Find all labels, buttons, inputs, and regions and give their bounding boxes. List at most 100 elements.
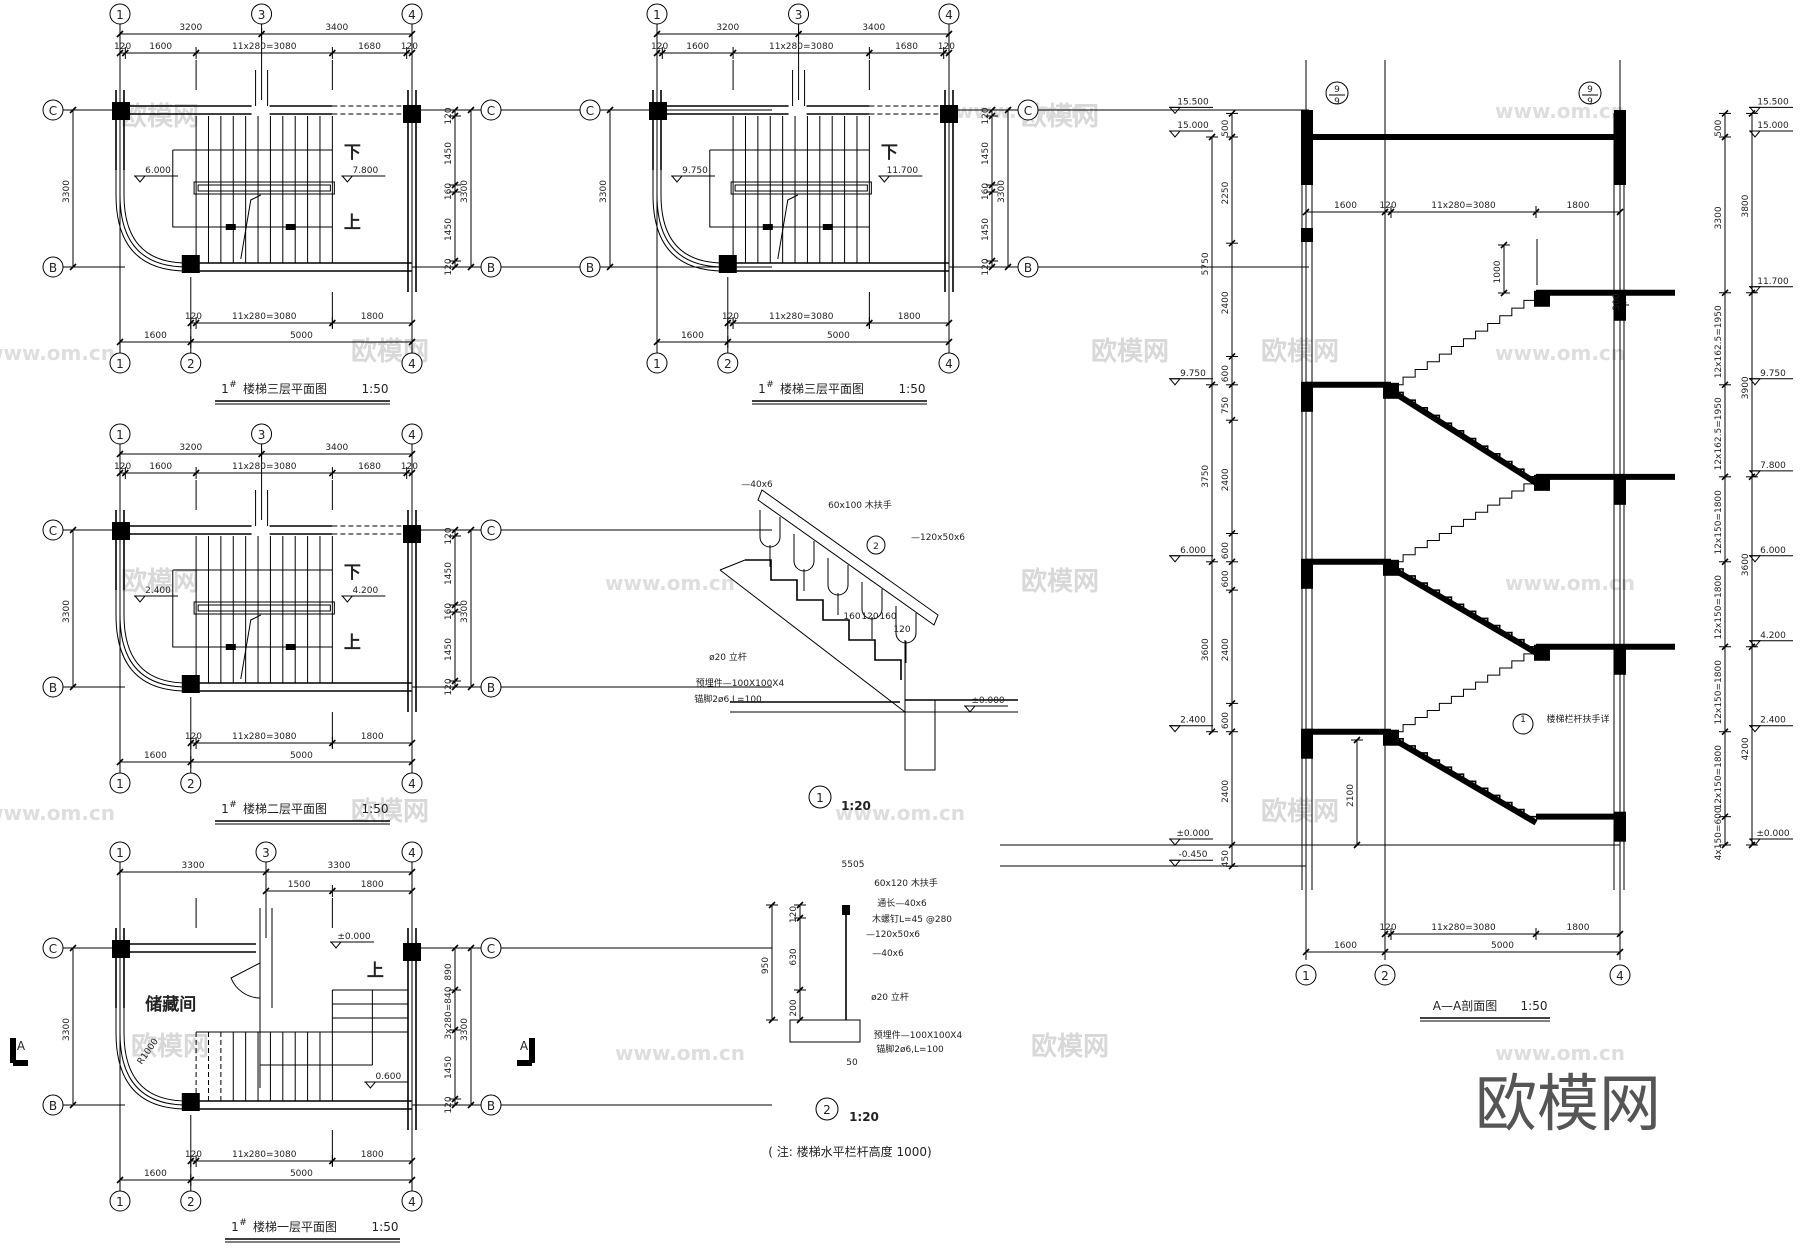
- dim-text: 2400: [1221, 638, 1231, 661]
- leader-label: —120x50x6: [866, 930, 920, 940]
- grid-label: 1: [116, 428, 124, 442]
- grid-label: 4: [408, 777, 416, 791]
- callout-number: 9: [1334, 85, 1340, 95]
- title-prefix: 1: [221, 382, 229, 396]
- curved-wall: [652, 170, 724, 272]
- grid-bubble: [180, 1190, 202, 1212]
- dim-text: 1800: [1567, 923, 1590, 933]
- detail-callout: [1325, 81, 1349, 105]
- leader-label: ø20 立杆: [709, 651, 747, 663]
- section-mark-label: A: [17, 1039, 26, 1053]
- dim-text: 1450: [444, 142, 454, 165]
- grid-label: B: [49, 261, 57, 275]
- callout-number: 1: [1520, 715, 1526, 725]
- curved-wall: [119, 170, 187, 268]
- dim-text: 120: [722, 312, 739, 322]
- leader-label: 60x100 木扶手: [828, 499, 892, 511]
- callout-number: 2: [873, 542, 879, 552]
- dim-text: 4x150=600: [1714, 807, 1724, 860]
- plan-title: 楼梯三层平面图: [780, 381, 864, 396]
- grid-label: C: [1024, 104, 1032, 118]
- grid-label: 3: [258, 8, 266, 22]
- dim-text: 11x280=3080: [232, 312, 297, 322]
- elevation-text: 2.400: [1760, 716, 1786, 726]
- break-line: [777, 194, 799, 260]
- column: [649, 102, 667, 120]
- grid-bubble: [480, 1094, 502, 1116]
- stair-flight: [195, 116, 333, 263]
- dim-text: 120: [444, 527, 454, 544]
- column: [718, 255, 737, 273]
- dim-text: 120: [114, 42, 131, 52]
- dim-text: 120: [401, 462, 418, 472]
- grid-bubble: [480, 99, 502, 121]
- grid-label: 4: [408, 357, 416, 371]
- dim-text: 2250: [1221, 181, 1231, 204]
- title-prefix: 1: [758, 382, 766, 396]
- dim-text: 2100: [1346, 784, 1356, 807]
- break-line: [240, 614, 262, 680]
- window-lintel: [1301, 228, 1313, 242]
- grid-bubble: [109, 841, 131, 863]
- dim-text: 1800: [361, 880, 384, 890]
- detail-number-bubble: [808, 785, 832, 809]
- elevation-text: 11.700: [1757, 277, 1789, 287]
- dim-text: 3300: [62, 180, 72, 203]
- watermark-logo: 欧模网: [351, 796, 429, 827]
- grid-label: 1: [653, 357, 661, 371]
- elevation-marker: [1168, 838, 1182, 846]
- dim-text: 120: [444, 107, 454, 124]
- landing-outline: [709, 149, 870, 228]
- dim-text: 3300: [62, 1018, 72, 1041]
- dim-text: 160: [843, 612, 860, 622]
- grid-label: 4: [408, 846, 416, 860]
- grid-label: 2: [187, 777, 195, 791]
- callout-bubble: [866, 535, 886, 555]
- section-a-a: 999915.50015.0009.7506.0002.400±0.000-0.…: [1000, 60, 1793, 1022]
- dim-text: 3600: [1201, 638, 1211, 661]
- elevation-marker: [1168, 555, 1182, 563]
- dim-text: 3800: [1741, 194, 1751, 217]
- dim-text: 500: [1714, 119, 1724, 136]
- flight-slab: [1389, 735, 1538, 826]
- elevation-text: 7.800: [1760, 461, 1786, 471]
- dim-text: 3750: [1201, 465, 1211, 488]
- grid-bubble: [180, 772, 202, 794]
- dim-text: 3300: [182, 861, 205, 871]
- elevation-text: 6.000: [145, 166, 171, 176]
- dim-text: 630: [789, 948, 799, 965]
- dim-text: 11x280=3080: [232, 732, 297, 742]
- watermark-logo: 欧模网: [1261, 336, 1339, 367]
- dim-text: 120: [444, 1096, 454, 1113]
- elevation-flight: [1391, 476, 1537, 563]
- dim-text: 3300: [460, 1018, 470, 1041]
- beam: [1301, 558, 1313, 589]
- column: [112, 522, 130, 540]
- column: [181, 1093, 200, 1111]
- grid-bubble: [1017, 256, 1039, 278]
- elevation-text: 15.500: [1177, 97, 1209, 107]
- dim-text: 3300: [460, 180, 470, 203]
- grid-bubble: [109, 352, 131, 374]
- dim-text: 450: [1221, 850, 1231, 867]
- beam: [1301, 728, 1313, 759]
- elevation-marker: [341, 175, 354, 183]
- dim-text: 1680: [358, 462, 381, 472]
- grid-bubble: [109, 1190, 131, 1212]
- baluster-loop: [759, 510, 781, 548]
- grid-label: 4: [408, 428, 416, 442]
- dim-text: 3900: [1741, 376, 1751, 399]
- grid-label: B: [49, 1099, 57, 1113]
- grid-bubble: [1295, 964, 1317, 986]
- dim-text: 11x280=3080: [232, 1150, 297, 1160]
- handrail-inner: [197, 604, 331, 612]
- handrail-section: [842, 905, 850, 915]
- down-label: 下: [344, 563, 361, 583]
- dim-text: 12x162.5=1950: [1714, 305, 1724, 378]
- leader-label: 5505: [842, 860, 865, 870]
- elevation-marker: [963, 705, 977, 713]
- dim-text: 11x280=3080: [1431, 923, 1496, 933]
